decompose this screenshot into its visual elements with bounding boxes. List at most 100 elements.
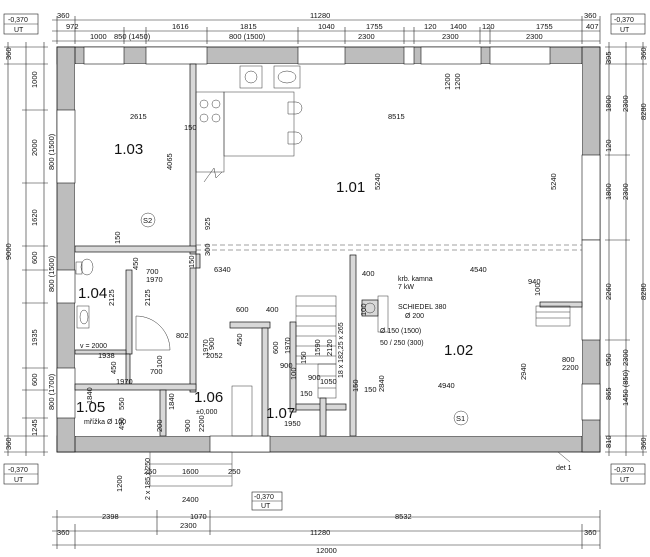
dim-inner: 900 [308,373,321,382]
room-label-1.04: 1.04 [78,285,107,302]
dim-inner: 150 [351,379,360,392]
dim-inner: 900 [280,361,293,370]
room-label-1.01: 1.01 [336,179,365,196]
windows [56,46,601,453]
dim-inner: 1970 [116,377,133,386]
note-fireplace-1: krb. kamna [398,276,433,283]
dim-right-outer: 8280 [639,103,648,120]
dim-right-mid: 395 [604,51,613,64]
dim-entrance: 250 [144,467,157,476]
section-mark-s1: S1 [456,414,465,423]
dim-top-mid: 120 [424,22,437,31]
dim-inner: 4065 [165,153,174,170]
dim-left-outer: 9000 [4,243,13,260]
dim-inner: 4540 [470,265,487,274]
dim-inner: 600 [236,305,249,314]
dim-inner: 8515 [388,112,405,121]
dim-right-mid: 950 [604,353,613,366]
dim-inner: 2125 [143,289,152,306]
dim-left-mid: 1620 [30,209,39,226]
level-top-right-ref: UT [620,27,630,34]
kitchen-fixtures [195,65,303,183]
note-stairs: 18 x 182,25 x 265 [338,322,345,378]
dim-inner: 802 [176,331,189,340]
dim-top-inner: 2300 [358,32,375,41]
dim-inner: 700 [150,367,163,376]
dim-inner: 150 [184,123,197,132]
dim-inner: 550 [117,397,126,410]
dim-inner: 800 [562,355,575,364]
dim-entrance: 1600 [182,467,199,476]
dim-inner: 2940 [519,363,528,380]
dim-top-inner: 1200 [453,73,462,90]
dim-entrance: 250 [228,467,241,476]
level-top-left-ref: UT [14,27,24,34]
dim-entrance: 1200 [115,475,124,492]
room-labels: 1.01 1.02 1.03 1.04 1.05 1.06 1.07 S2 S1 [76,141,473,423]
dim-inner: 2615 [130,112,147,121]
level-top-left-value: -0,370 [8,17,28,24]
note-fireplace-2: 7 kW [398,284,414,291]
room-label-1.03: 1.03 [114,141,143,158]
dim-top-inner: 1000 [90,32,107,41]
dim-inner: 2120 [325,339,334,356]
note-vent-1: Ø 150 (1500) [380,328,421,335]
dim-left-outer: 360 [4,437,13,450]
dim-left-mid: 800 (1500) [47,255,56,292]
dim-inner: 490 [117,417,126,430]
dim-inner: 450 [235,333,244,346]
dim-inner: 1590 [313,339,322,356]
level-bottom-right-ref: UT [620,477,630,484]
note-entrance-steps: 2 x 185 x 250 [145,458,152,500]
dim-inner: 900 [183,419,192,432]
dim-top-mid: 1400 [450,22,467,31]
dim-inner: 450 [131,257,140,270]
dim-right-mid: 2300 [621,183,630,200]
level-bottom-right-value: -0,370 [614,467,634,474]
note-detail: det 1 [556,465,572,472]
dim-inner: 300 [203,243,212,256]
dim-left-mid: 800 (1500) [47,133,56,170]
dim-top-inner: 2300 [442,32,459,41]
level-markers: -0,370 UT -0,370 UT -0,370 UT -0,370 UT … [3,13,646,511]
dim-inner: 925 [203,217,212,230]
dim-top-mid: 1815 [240,22,257,31]
level-room-106: ±0,000 [196,409,217,416]
dim-inner: 1970 [146,275,163,284]
dim-inner: 150 [364,385,377,394]
dim-top-mid: 1040 [318,22,335,31]
dim-top-mid: 120 [482,22,495,31]
dim-bottom-mid: 2398 [102,512,119,521]
dim-top-mid: 972 [66,22,79,31]
notes: krb. kamna 7 kW SCHIEDEL 380 Ø 200 Ø 150… [80,276,572,500]
entrance-steps [149,305,571,487]
dim-inner: 450 [109,361,118,374]
dim-inner: 1970 [201,339,210,356]
dim-inner: 900 [207,337,216,350]
note-chimney-1: SCHIEDEL 380 [398,304,446,311]
dim-inner: 4940 [438,381,455,390]
dim-left-mid: 600 [30,251,39,264]
dim-bottom-outer: 360 [584,528,597,537]
section-marks [140,212,571,463]
dim-right-mid: 810 [604,435,613,448]
level-entrance-value: -0,370 [254,494,274,501]
dim-inner: 100 [155,355,164,368]
dim-inner: 1938 [98,351,115,360]
dim-inner: 100 [533,283,542,296]
stairs [231,295,337,437]
dim-inner: 400 [266,305,279,314]
note-shower: v = 2000 [80,343,107,350]
dim-inner: 2200 [197,415,206,432]
dim-inner: 400 [362,269,375,278]
dim-left-mid: 600 [30,373,39,386]
dim-top-inner: 800 (1500) [229,32,266,41]
dim-right-mid: 2300 [621,349,630,366]
dim-inner: 150 [187,255,196,268]
dim-inner: 100 [289,367,298,380]
level-bottom-left-ref: UT [14,477,24,484]
dim-right-mid: 1800 [604,95,613,112]
dim-right-outer: 360 [639,47,648,60]
